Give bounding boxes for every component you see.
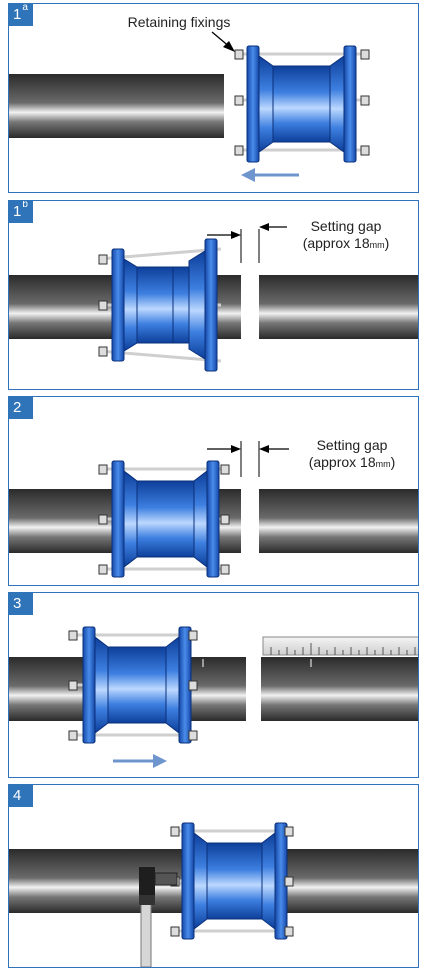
step-1a-illustration — [9, 31, 370, 182]
direction-arrow-left — [241, 168, 299, 182]
retaining-fixings-label: Retaining fixings — [127, 14, 231, 30]
step-1b-panel: 1b Setting gap (approx 18mm) — [8, 200, 419, 390]
step-3-illustration — [9, 626, 418, 768]
gap-dimension — [207, 441, 289, 477]
measuring-ruler — [202, 636, 418, 667]
step-4-illustration — [9, 822, 418, 967]
step-badge: 1b — [9, 201, 33, 223]
setting-gap-label: Setting gap (approx 18mm) — [308, 437, 396, 470]
pipe-right — [259, 275, 418, 339]
coupling — [234, 45, 370, 163]
gap-dimension — [207, 223, 287, 263]
pipe-right — [261, 657, 418, 721]
coupling — [68, 626, 198, 744]
step-1a-panel: 1a Retaining fixings — [8, 3, 419, 193]
step-badge: 3 — [9, 593, 33, 615]
step-2-panel: 2 Setting gap (approx 18mm) — [8, 396, 419, 586]
coupling — [170, 822, 294, 940]
step-1b-illustration — [9, 223, 418, 372]
pipe — [9, 74, 224, 138]
leader-arrow — [211, 31, 235, 52]
step-4-panel: 4 — [8, 784, 419, 968]
step-badge: 2 — [9, 397, 33, 419]
setting-gap-label: Setting gap (approx 18mm) — [302, 218, 390, 251]
step-2-illustration — [9, 441, 418, 578]
wrench-tool — [139, 867, 178, 967]
step-badge: 4 — [9, 785, 33, 807]
coupling — [98, 460, 230, 578]
direction-arrow-right — [113, 754, 167, 768]
pipe-right — [259, 489, 418, 553]
step-3-panel: 3 — [8, 592, 419, 778]
coupling — [98, 238, 222, 372]
step-badge: 1a — [9, 4, 33, 26]
